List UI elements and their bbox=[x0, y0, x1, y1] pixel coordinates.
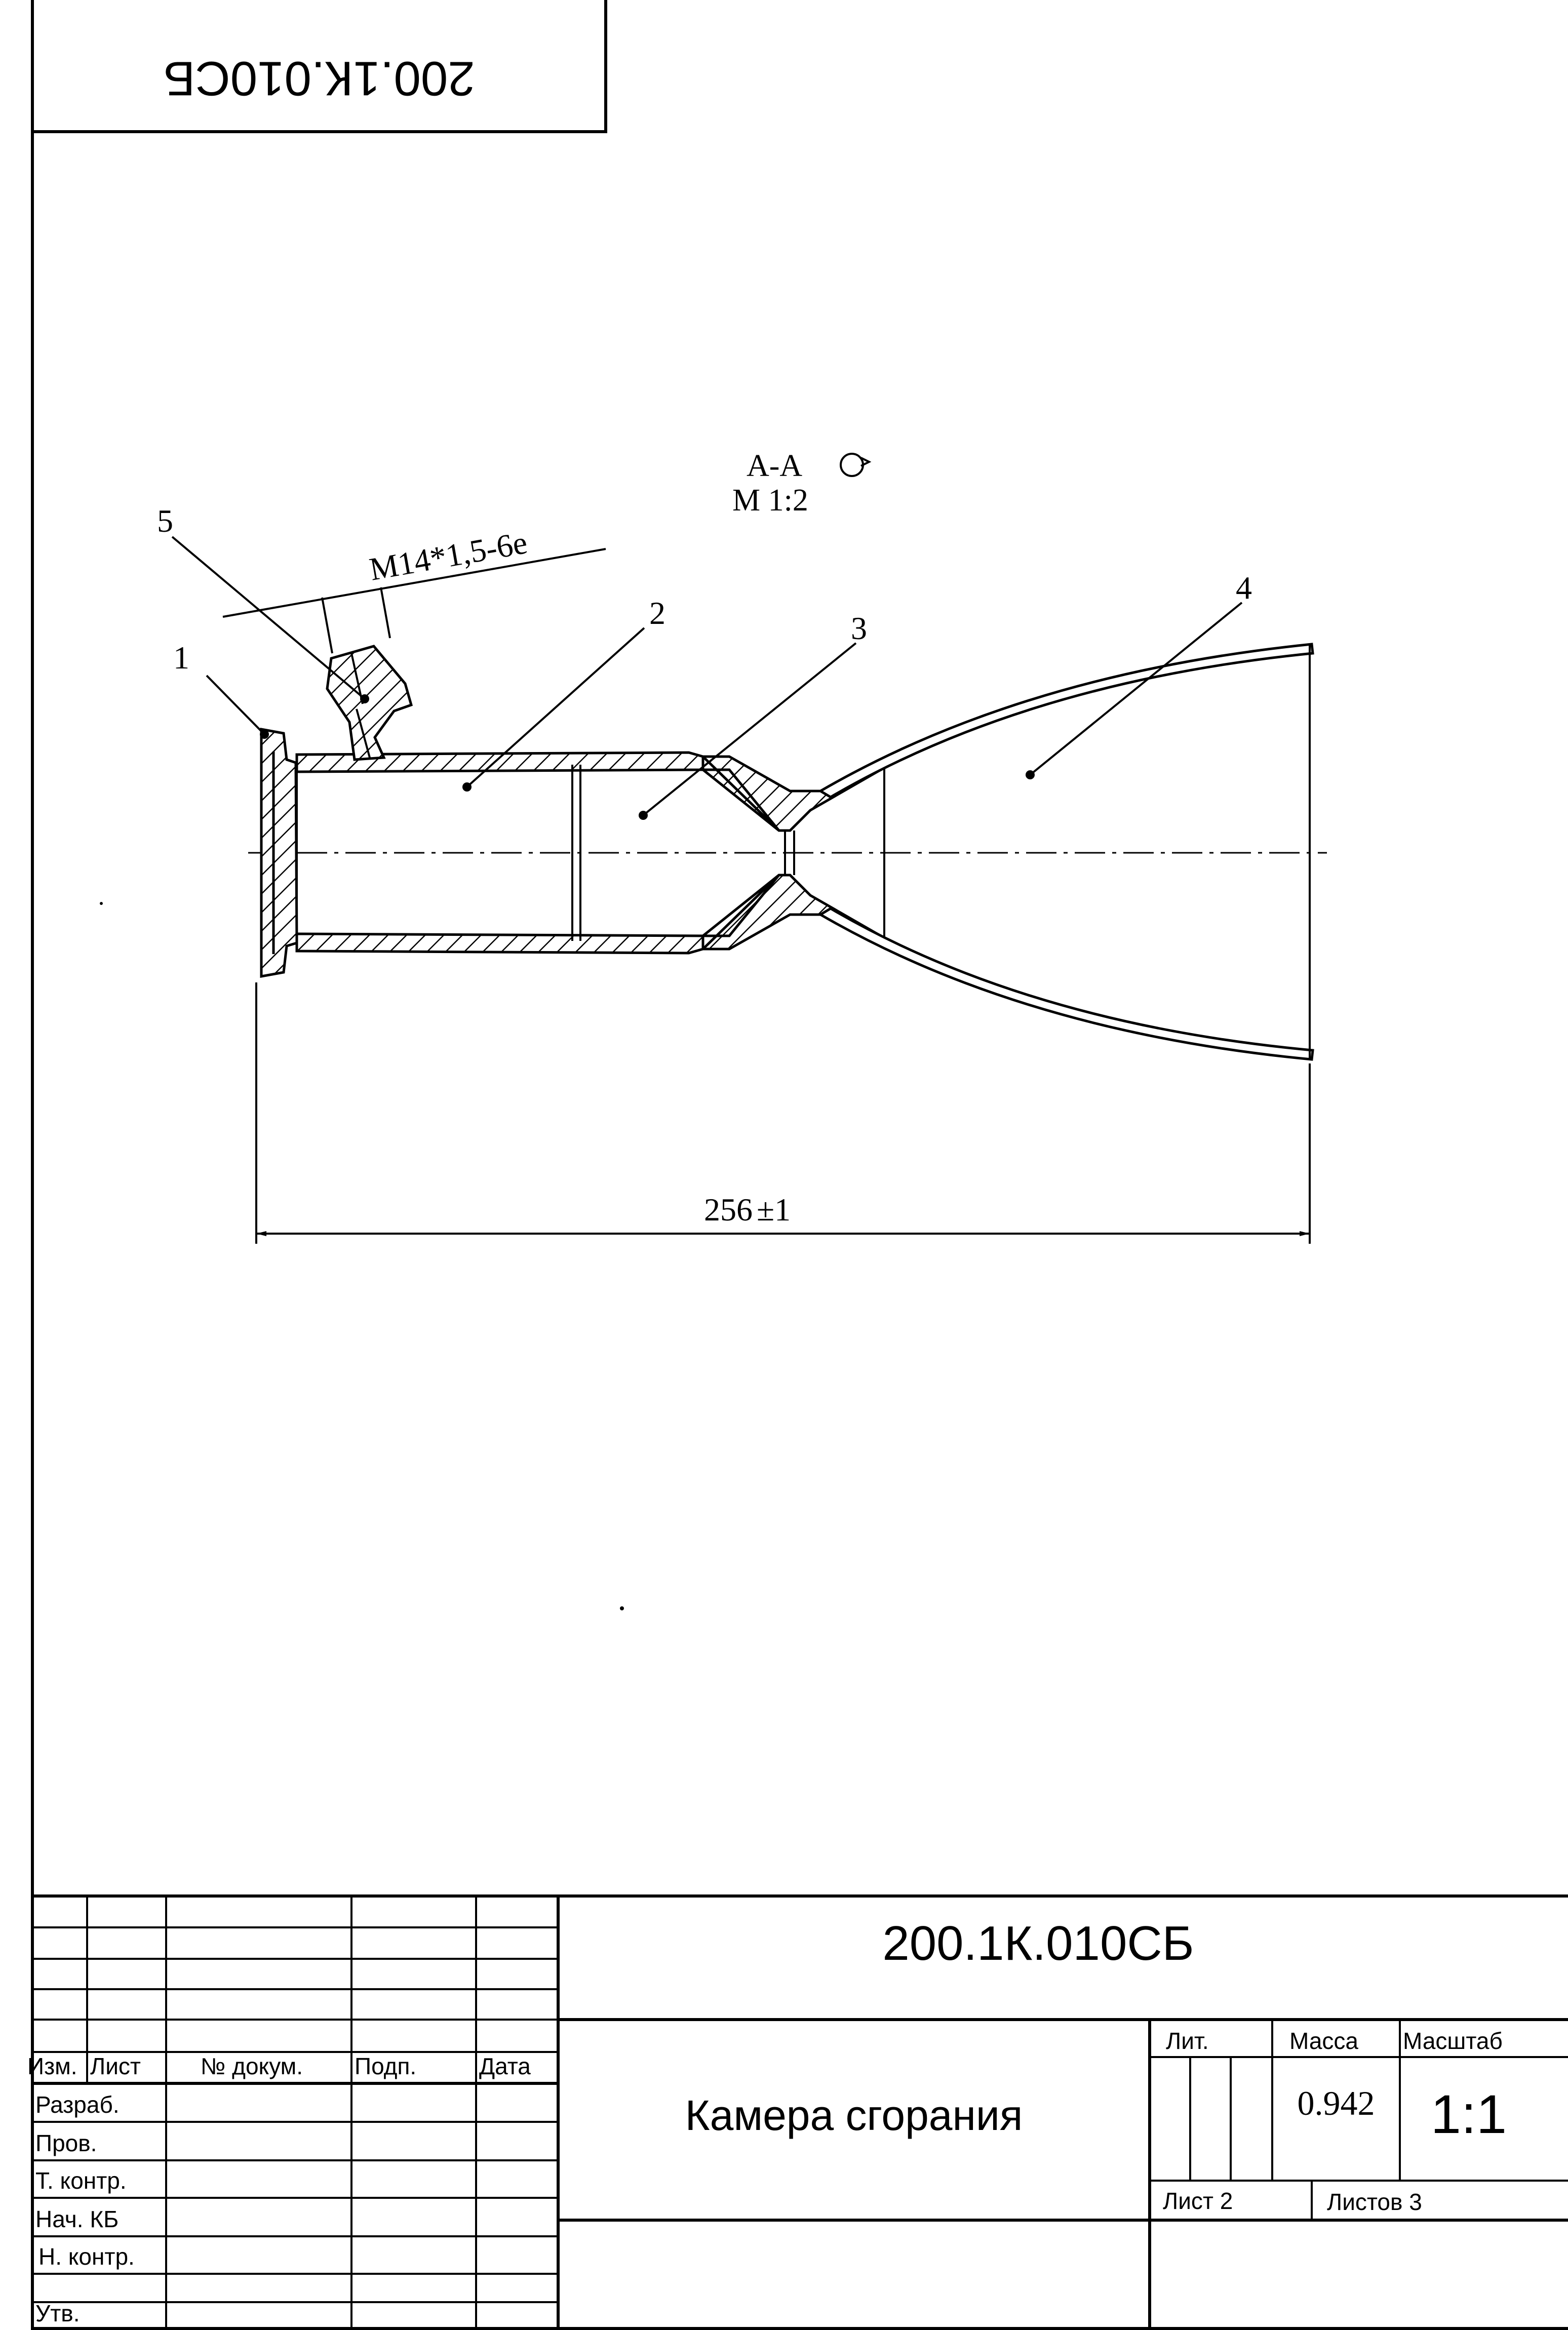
sheet-label: Лист 2 bbox=[1163, 2188, 1233, 2214]
header-list: Лист bbox=[90, 2053, 141, 2079]
part-3-upper-throat bbox=[699, 755, 885, 832]
role-utv: Утв. bbox=[35, 2300, 80, 2326]
header-date: Дата bbox=[479, 2053, 531, 2079]
title-block: 200.1К.010СБ Камера сгорания Изм. Лист №… bbox=[27, 1894, 1568, 2328]
rotation-sign-icon bbox=[840, 453, 864, 477]
scale-label: Масштаб bbox=[1403, 2028, 1503, 2054]
callout-leaders: 5 1 2 3 4 bbox=[157, 503, 1252, 820]
callout-2: 2 bbox=[649, 595, 665, 631]
inverted-stamp-code: 200.1К.010СБ bbox=[163, 52, 475, 106]
chamber-section bbox=[248, 643, 1327, 1061]
header-doc: № докум. bbox=[201, 2053, 303, 2079]
role-prov: Пров. bbox=[35, 2130, 97, 2156]
designation: 200.1К.010СБ bbox=[882, 1916, 1194, 1970]
role-t-kontr: Т. контр. bbox=[35, 2167, 127, 2194]
header-izm: Изм. bbox=[27, 2053, 77, 2079]
overall-dimension: 256±1 bbox=[255, 982, 1311, 1244]
callout-3: 3 bbox=[851, 610, 867, 646]
part-3-lower-throat bbox=[699, 874, 885, 951]
callout-1: 1 bbox=[173, 640, 189, 676]
callout-5: 5 bbox=[157, 503, 173, 539]
section-label-name: А-А bbox=[747, 449, 802, 483]
scale-value: 1:1 bbox=[1431, 2083, 1507, 2145]
part-1-flange bbox=[260, 728, 298, 978]
mass-label: Масса bbox=[1289, 2028, 1358, 2054]
section-scale: М 1:2 bbox=[732, 483, 808, 518]
mass-value: 0.942 bbox=[1298, 2084, 1375, 2122]
lit-label: Лит. bbox=[1166, 2028, 1209, 2054]
dimension-value: 256±1 bbox=[704, 1192, 791, 1228]
part-2-upper-wall bbox=[295, 751, 704, 773]
role-n-kontr: Н. контр. bbox=[38, 2243, 135, 2270]
rotation-arrow-icon bbox=[860, 457, 872, 467]
header-sign: Подп. bbox=[355, 2053, 416, 2079]
sheets-label: Листов 3 bbox=[1327, 2189, 1422, 2215]
inverted-stamp: 200.1К.010СБ bbox=[32, 0, 607, 133]
part-5-fitting bbox=[326, 645, 413, 761]
role-nach-kb: Нач. КБ bbox=[35, 2206, 119, 2232]
role-razrab: Разраб. bbox=[35, 2091, 120, 2118]
thread-callout: М14*1,5-6е bbox=[222, 524, 606, 654]
part-4-upper-bell bbox=[818, 643, 1314, 799]
section-label: А-А М 1:2 bbox=[732, 449, 872, 518]
callout-4: 4 bbox=[1236, 570, 1252, 606]
part-2-lower-wall bbox=[295, 932, 704, 955]
drawing-frame bbox=[31, 0, 1568, 2330]
drawing-name: Камера сгорания bbox=[685, 2091, 1023, 2139]
part-4-lower-bell bbox=[818, 907, 1314, 1061]
